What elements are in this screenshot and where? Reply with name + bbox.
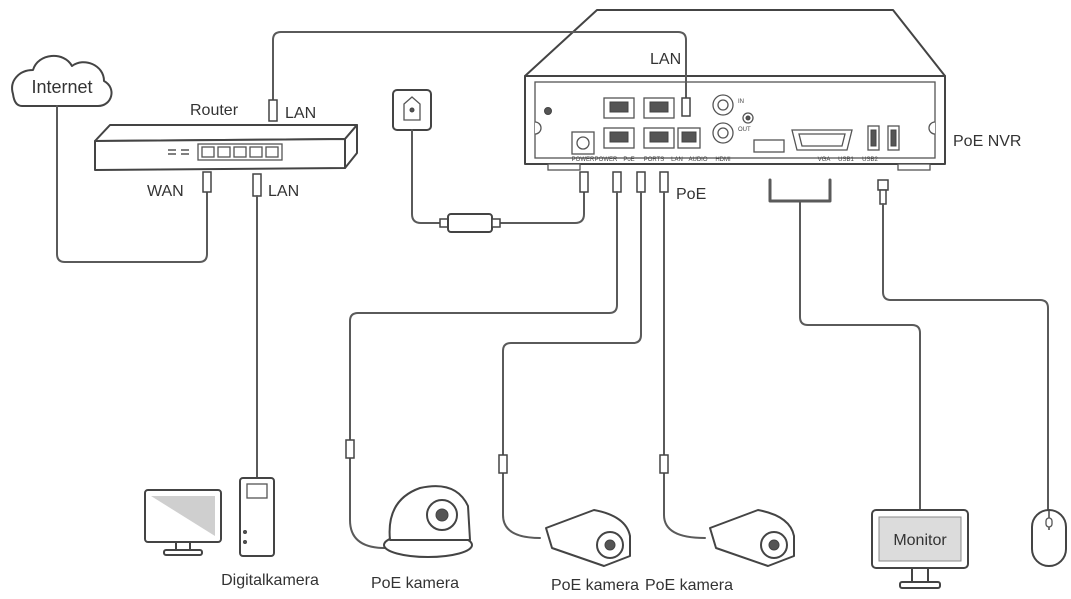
bullet-camera-lens-core [604, 539, 616, 551]
router: Router WAN LAN LAN [94, 102, 358, 200]
nvr-top [524, 9, 946, 77]
port-label-audio: AUDIO [688, 157, 707, 163]
monitor-base [899, 581, 941, 589]
wan-label: WAN [147, 183, 184, 200]
mouse [1031, 509, 1067, 567]
port-label-lan: LAN [671, 157, 683, 163]
port-label-vga: VGA [818, 157, 831, 163]
nvr-right-mark [928, 121, 936, 135]
digital-camera-label: Digitalkamera [221, 572, 319, 589]
pc-monitor-screen [151, 496, 215, 536]
nvr-audio-ports [712, 94, 754, 144]
wan-connector [202, 171, 212, 193]
pc-tower-led [243, 540, 247, 544]
poe-camera-3-label: PoE kamera [645, 577, 733, 594]
poe-camera-1-connector [345, 439, 355, 459]
nvr-poe-ports [603, 97, 675, 149]
nvr-lan-label: LAN [650, 51, 681, 68]
port-label-in: IN [738, 99, 744, 105]
nvr-vga-port [791, 129, 853, 151]
usb-connector [877, 179, 889, 205]
poe-nvr: POWER POWER PoE PORTS LAN AUDIO HDMI VGA… [524, 9, 1021, 203]
router-lan-connector [252, 173, 262, 197]
nvr-foot-right [897, 163, 931, 171]
poe-camera-2-connector [498, 454, 508, 474]
adapter-plug-left [439, 218, 449, 228]
internet-cloud: Internet [11, 55, 113, 107]
router-uplink-lan-label: LAN [285, 105, 316, 122]
port-label-power-1: POWER [572, 157, 595, 163]
nvr-power-connector [579, 171, 589, 193]
power-adapter [439, 213, 501, 233]
hdmi-connector-bracket [768, 178, 832, 203]
dome-camera-lens-core [435, 508, 449, 522]
nvr-poe-label: PoE [676, 186, 706, 203]
mouse-wheel [1045, 517, 1053, 528]
poe-connector-1 [612, 171, 622, 193]
poe-camera-2-label: PoE kamera [551, 577, 639, 594]
pc-tower-led [243, 530, 247, 534]
nvr-usb-ports [867, 125, 900, 151]
internet-label: Internet [31, 77, 92, 97]
power-cable [411, 129, 585, 224]
nvr-power-jack [571, 131, 595, 155]
poe-camera-bullet-2: PoE kamera [645, 509, 795, 594]
nvr-screw-icon [544, 107, 552, 115]
router-leds [168, 149, 189, 155]
router-nvr-lan-cable [272, 31, 687, 101]
nvr-port-labels: POWER POWER PoE PORTS LAN AUDIO HDMI VGA… [572, 99, 879, 163]
monitor-label: Monitor [893, 532, 947, 549]
pc-tower-bay [246, 483, 268, 499]
digital-camera-station: Digitalkamera [144, 477, 319, 589]
power-socket [392, 89, 432, 131]
poe-cable-1 [349, 191, 618, 549]
poe-camera-bullet-1: PoE kamera [545, 509, 639, 594]
hdmi-cable [799, 200, 921, 511]
port-label-hdmi: HDMI [715, 157, 731, 163]
poe-connector-2 [636, 171, 646, 193]
pc-monitor-neck [175, 541, 191, 551]
poe-camera-1-label: PoE kamera [371, 575, 459, 592]
poe-connector-3 [659, 171, 669, 193]
router-uplink-connector [268, 99, 278, 122]
router-lan-label: LAN [268, 183, 299, 200]
monitor-screen [878, 516, 962, 562]
poe-cable-3 [663, 191, 706, 539]
nvr-label: PoE NVR [953, 133, 1021, 150]
port-label-ports: PORTS [644, 157, 665, 163]
cloud-icon [11, 55, 113, 107]
socket-hole [409, 107, 415, 113]
adapter-plug-right [491, 218, 501, 228]
nvr-left-mark [534, 121, 542, 135]
poe-cable-2 [502, 191, 642, 539]
port-label-usb1: USB1 [838, 157, 854, 163]
wan-cable [56, 105, 208, 263]
usb-cable [882, 203, 1049, 511]
router-side [344, 124, 358, 169]
bullet-camera-lens-core [768, 539, 780, 551]
port-label-poe: PoE [623, 157, 634, 163]
nvr-lan-connector [681, 97, 691, 117]
router-label: Router [190, 102, 239, 119]
monitor-neck [911, 567, 929, 583]
nvr-lan-port [677, 127, 701, 149]
router-lan-ports [197, 143, 283, 161]
pc-monitor-base [163, 549, 203, 556]
poe-camera-3-connector [659, 454, 669, 474]
nvr-foot-left [547, 163, 581, 171]
port-label-out: OUT [738, 127, 751, 133]
power-adapter-icon [447, 213, 493, 233]
nvr-hdmi-port [753, 139, 785, 153]
poe-camera-dome: PoE kamera [371, 485, 473, 592]
monitor: Monitor [871, 509, 969, 589]
port-label-power-2: POWER [595, 157, 618, 163]
port-label-usb2: USB2 [862, 157, 878, 163]
